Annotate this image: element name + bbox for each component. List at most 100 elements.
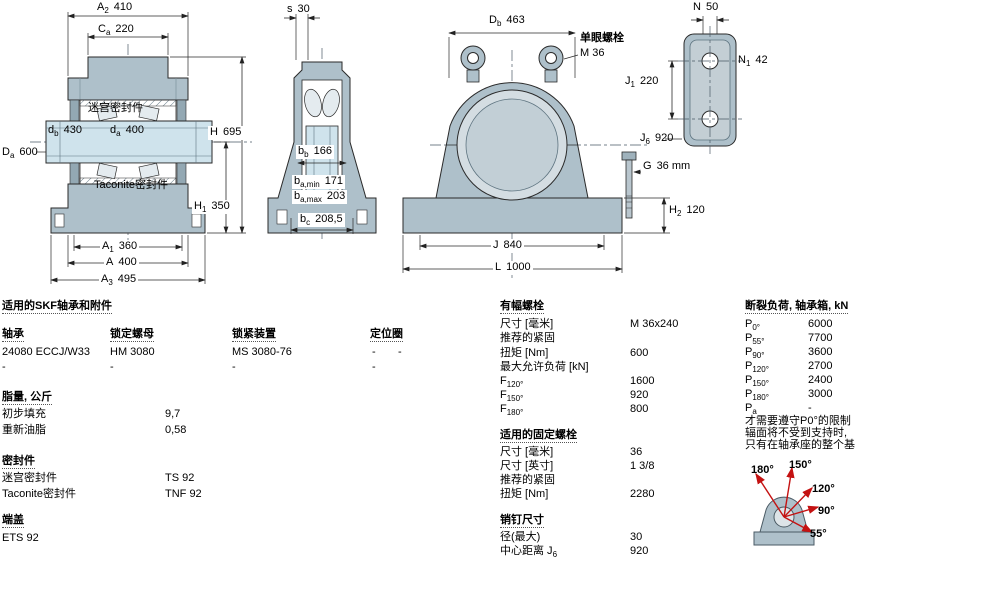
- locating-ring-cell: -: [398, 346, 402, 358]
- angle-120-label: 120°: [812, 483, 835, 495]
- eyebolt-callout: 单眼螺栓: [580, 32, 624, 44]
- fixing-bolts-title: 适用的固定螺栓: [500, 429, 577, 443]
- Pa-value: -: [808, 402, 812, 414]
- load-F150-value: 920: [630, 389, 649, 401]
- fix-size-in-value: 1 3/8: [630, 460, 655, 472]
- P90-label: P90°: [745, 346, 765, 361]
- end-cover-value: ETS 92: [2, 532, 39, 544]
- load-direction-diagram: [753, 466, 820, 546]
- P90-value: 3600: [808, 346, 833, 358]
- taconite-seal-label: Taconite密封件: [2, 488, 76, 500]
- seals-title: 密封件: [2, 455, 35, 469]
- skf-accessories-title: 适用的SKF轴承和附件: [2, 300, 112, 314]
- technical-drawings: [30, 12, 742, 284]
- P0-label: P0°: [745, 318, 760, 333]
- labyrinth-seal-label: 迷宫密封件: [2, 472, 57, 484]
- locking-device-designation: MS 3080-76: [232, 346, 292, 358]
- P120-value: 2700: [808, 360, 833, 372]
- locknut-designation: HM 3080: [110, 346, 155, 358]
- fix-torque-label: 扭矩 [Nm]: [500, 488, 549, 500]
- breaking-load-title: 断裂负荷, 轴承箱, kN: [745, 300, 849, 314]
- attachment-bolts-title: 有幅螺栓: [500, 300, 544, 314]
- P180-value: 3000: [808, 388, 833, 400]
- P0-value: 6000: [808, 318, 833, 330]
- locking-device-cell: -: [232, 361, 236, 373]
- eyebolt-size: M 36: [580, 47, 605, 59]
- breaking-note-line: 才需要遵守P0°的限制: [745, 415, 851, 427]
- front-view-drawing: [402, 30, 670, 278]
- bearing-designation: 24080 ECCJ/W33: [2, 346, 91, 358]
- attach-size-label: 尺寸 [毫米]: [500, 318, 554, 330]
- attach-torque-label: 扭矩 [Nm]: [500, 347, 549, 359]
- section-view-drawing: [30, 12, 252, 284]
- grease-initial-label: 初步填充: [2, 408, 46, 420]
- labyrinth-seal-callout: 迷宫密封件: [88, 102, 143, 114]
- breaking-note-line: 只有在轴承座的整个基: [745, 439, 855, 451]
- load-F180-value: 800: [630, 403, 649, 415]
- grease-initial-value: 9,7: [165, 408, 181, 420]
- attach-tightening-label: 推荐的紧固: [500, 332, 555, 344]
- angle-90-label: 90°: [818, 505, 835, 517]
- col-header-bearing: 轴承: [2, 328, 24, 342]
- P180-label: P180°: [745, 388, 769, 403]
- fix-torque-value: 2280: [630, 488, 655, 500]
- col-header-locking-device: 锁紧装置: [232, 328, 276, 342]
- end-cover-title: 端盖: [2, 514, 24, 528]
- fix-tightening-label: 推荐的紧固: [500, 474, 555, 486]
- grease-relube-label: 重新油脂: [2, 424, 46, 436]
- P150-label: P150°: [745, 374, 769, 389]
- P150-value: 2400: [808, 374, 833, 386]
- Pa-label: Pa: [745, 402, 757, 417]
- attach-torque-value: 600: [630, 347, 649, 359]
- fix-size-in-label: 尺寸 [英寸]: [500, 460, 554, 472]
- fix-size-mm-label: 尺寸 [毫米]: [500, 446, 554, 458]
- bearing-cell: -: [2, 361, 6, 373]
- angle-180-label: 180°: [751, 464, 774, 476]
- col-header-locating-ring: 定位圈: [370, 328, 403, 342]
- pin-diameter-value: 30: [630, 531, 643, 543]
- P55-value: 7700: [808, 332, 833, 344]
- locating-ring-cell: -: [372, 346, 376, 358]
- taconite-seal-callout: Taconite密封件: [94, 179, 168, 191]
- breaking-note-line: 辐面将不受到支持时,: [745, 427, 848, 439]
- labyrinth-seal-value: TS 92: [165, 472, 195, 484]
- angle-55-label: 55°: [810, 528, 827, 540]
- pin-center-distance-label: 中心距离 J6: [500, 545, 558, 560]
- fix-size-mm-value: 36: [630, 446, 643, 458]
- P120-label: P120°: [745, 360, 769, 375]
- attach-size-value: M 36x240: [630, 318, 679, 330]
- taconite-seal-value: TNF 92: [165, 488, 202, 500]
- load-F120-value: 1600: [630, 375, 655, 387]
- grease-relube-value: 0,58: [165, 424, 187, 436]
- P55-label: P55°: [745, 332, 765, 347]
- side-section-drawing: [267, 14, 377, 240]
- load-F120-label: F120°: [500, 375, 524, 390]
- locknut-cell: -: [110, 361, 114, 373]
- load-F150-label: F150°: [500, 389, 524, 404]
- max-load-label: 最大允许负荷 [kN]: [500, 361, 589, 373]
- pin-diameter-label: 径(最大): [500, 531, 541, 543]
- locating-ring-cell: -: [372, 361, 376, 373]
- col-header-locknut: 锁定螺母: [110, 328, 154, 342]
